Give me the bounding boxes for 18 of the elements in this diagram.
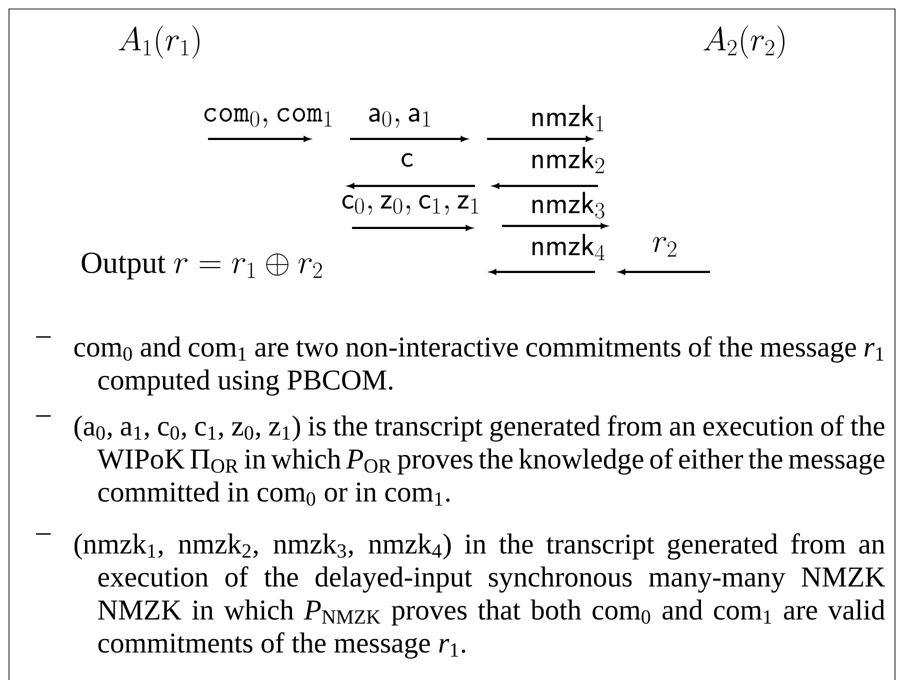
message-label: $r_2$ bbox=[652, 237, 676, 257]
message-label: $\mathtt{com}_0, \mathtt{com}_1$ bbox=[204, 108, 332, 128]
list-item: (nmzk$_{1}$, nmzk$_{2}$, nmzk$_{3}$, nmzk$_{4}$) in the transcript generated from an execution of the delayed-input synchronous many-many NMZK NMZK in which P$_{NMZK}$ proves that both com$_{0}$ and com$_{1}$ are valid commitments of the message r$_{1}$. bbox=[74, 533, 886, 659]
output-label: $\mathrm{Output}\ r = r_1 \oplus r_2$ bbox=[82, 252, 322, 280]
party-label: $A_2(r_2)$ bbox=[704, 25, 784, 59]
message-label: $\mathsf{nmzk}_3$ bbox=[532, 192, 604, 218]
list-dash: – bbox=[36, 336, 51, 338]
list-dash: – bbox=[36, 415, 51, 417]
message-label: $\mathsf{nmzk}_1$ bbox=[532, 104, 604, 132]
message-label: $\mathsf{nmzk}_4$ bbox=[532, 234, 605, 260]
list-item: com$_{0}$ and com$_{1}$ are two non-interactive commitments of the message r$_{1}$ computed using PBCOM. bbox=[74, 336, 884, 396]
list-item: (a$_{0}$, a$_{1}$, c$_{0}$, c$_{1}$, z$_{0}$, z$_{1}$) is the transcript generated from an execution of the WIPoK Π$_{OR}$ in which P$_{OR}$ proves the knowledge of either the message committed in com$_{0}$ or in com$_{1}$. bbox=[74, 415, 884, 506]
list-dash: – bbox=[36, 533, 51, 535]
message-label: $\mathsf{nmzk}_2$ bbox=[532, 146, 604, 174]
message-label: $\mathsf{a}_0, \mathsf{a}_1$ bbox=[369, 108, 430, 128]
message-label: $\mathsf{c}$ bbox=[402, 153, 413, 167]
party-label: $A_1(r_1)$ bbox=[118, 25, 200, 59]
message-label: $\mathsf{c}_0, \mathsf{z}_0, \mathsf{c}_1, \mathsf{z}_1$ bbox=[342, 195, 478, 215]
